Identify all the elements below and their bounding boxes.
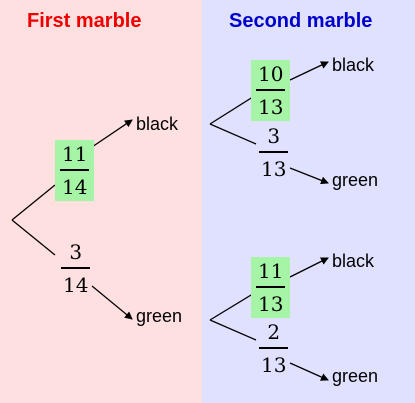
branch-green-to-green <box>209 319 257 341</box>
second-marble-header: Second marble <box>229 10 373 32</box>
arrow-black-green <box>289 167 329 185</box>
fraction-bar <box>60 169 90 171</box>
prob-green-then-green-denominator: 13 <box>261 352 287 377</box>
first-marble-header: First marble <box>27 10 142 32</box>
outcome-black-then-green: green <box>332 170 379 190</box>
prob-green-then-green-numerator: 2 <box>267 320 281 344</box>
second-marble-panel <box>202 0 415 403</box>
fraction-bar <box>256 89 286 91</box>
first-marble-panel <box>0 0 202 403</box>
arrow-green-green <box>289 362 329 381</box>
arrow-black-black <box>289 61 329 81</box>
prob-first-green: 3 14 <box>58 242 93 295</box>
prob-black-then-black-denominator: 13 <box>258 94 284 119</box>
arrow-to-first-black <box>91 119 133 148</box>
branch-black-to-green <box>209 123 257 145</box>
branch-green-to-black <box>209 291 257 321</box>
fraction-bar <box>256 286 286 288</box>
fraction-bar <box>259 347 289 349</box>
prob-green-then-black: 11 13 <box>251 257 291 318</box>
prob-first-green-numerator: 3 <box>69 240 83 264</box>
prob-green-then-black-numerator: 11 <box>258 259 284 283</box>
prob-first-black-numerator: 11 <box>62 142 88 166</box>
outcome-black-then-black: black <box>332 55 375 75</box>
outcome-green-then-black: black <box>332 251 375 271</box>
outcome-first-black: black <box>136 114 179 134</box>
prob-black-then-green: 3 13 <box>256 126 291 179</box>
prob-first-black-denominator: 14 <box>62 174 88 199</box>
prob-black-then-black-numerator: 10 <box>258 62 284 86</box>
fraction-bar <box>61 267 91 269</box>
prob-green-then-green: 2 13 <box>256 322 291 375</box>
branch-root-to-black <box>11 184 56 221</box>
fraction-bar <box>259 151 289 153</box>
prob-black-then-black: 10 13 <box>251 60 291 121</box>
branch-black-to-black <box>209 94 257 125</box>
prob-green-then-black-denominator: 13 <box>258 291 284 316</box>
arrow-to-first-green <box>91 285 133 320</box>
arrow-green-black <box>289 257 329 278</box>
prob-black-then-green-numerator: 3 <box>267 124 281 148</box>
prob-first-black: 11 14 <box>55 140 95 201</box>
outcome-green-then-green: green <box>332 366 379 386</box>
prob-first-green-denominator: 14 <box>63 272 89 297</box>
branch-root-to-green <box>11 219 56 256</box>
outcome-first-green: green <box>136 306 183 326</box>
prob-black-then-green-denominator: 13 <box>261 156 287 181</box>
